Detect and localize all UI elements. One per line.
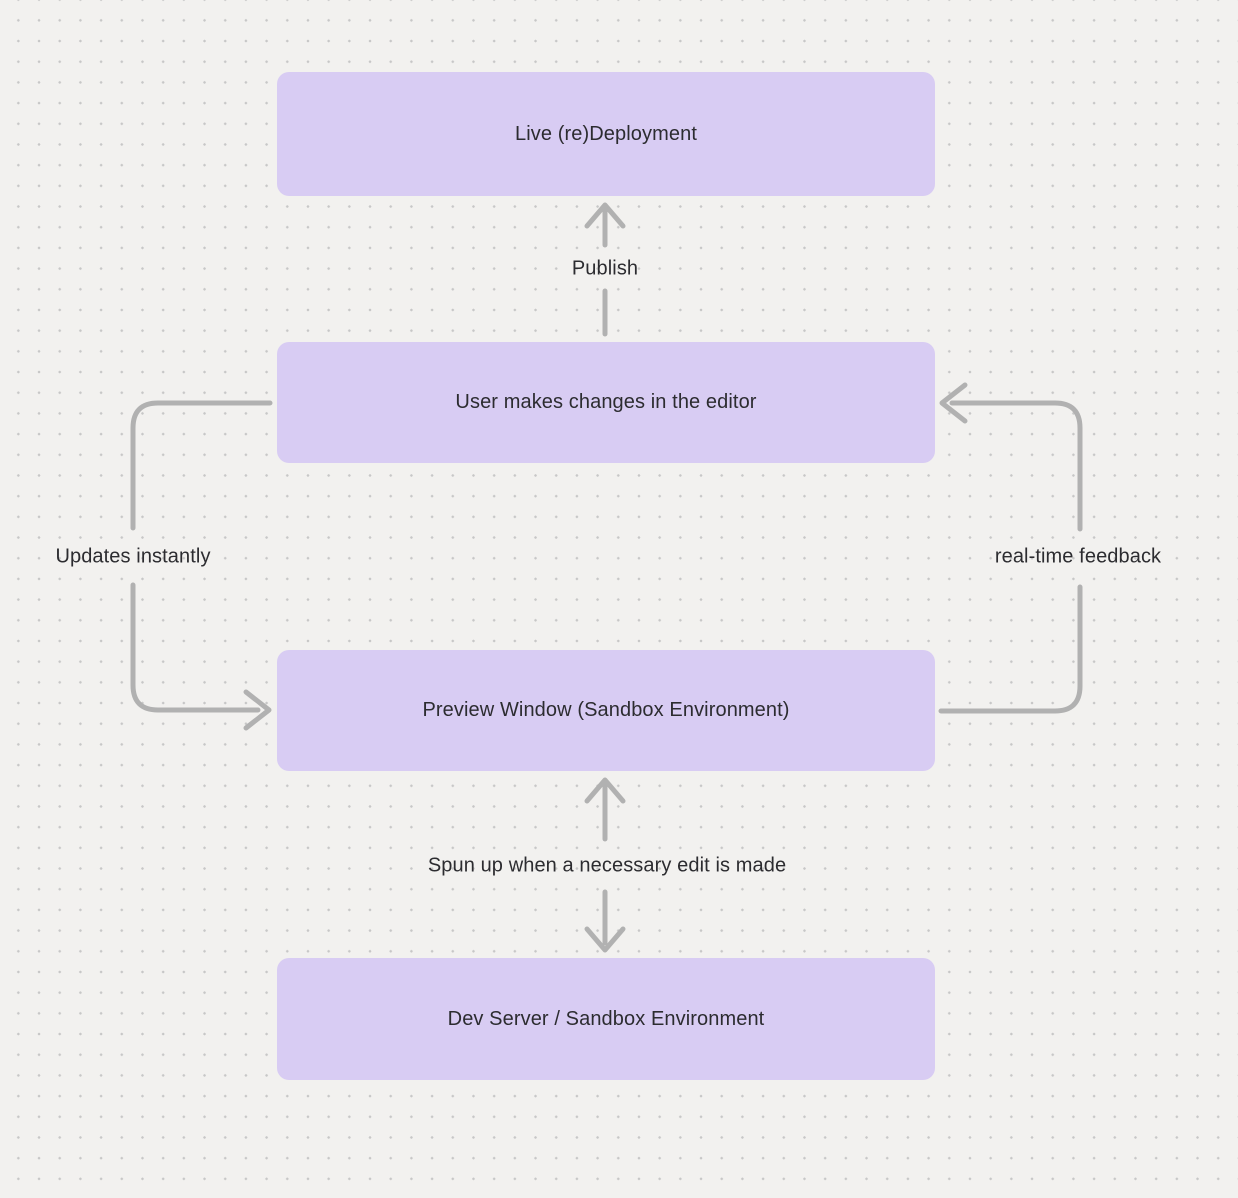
arrowhead-up-icon [584,777,626,804]
node-dev-server: Dev Server / Sandbox Environment [277,958,935,1080]
connector-segment [130,582,261,713]
arrowhead-up-icon [584,202,626,229]
edge-label-spun-up: Spun up when a necessary edit is made [427,854,787,877]
node-label: Preview Window (Sandbox Environment) [422,699,790,721]
connector-segment [130,400,273,531]
connector-segment [938,584,1083,714]
arrowhead-right-icon [243,689,272,731]
connector-updates-instantly [130,400,273,731]
node-label: Live (re)Deployment [515,122,697,145]
connector-publish [584,202,626,337]
connector-realtime-feedback [938,382,1083,714]
edge-label-updates-instantly: Updates instantly [55,545,211,568]
edge-label-publish: Publish [571,257,639,280]
edge-label-realtime-feedback: real-time feedback [994,545,1162,568]
arrowhead-down-icon [584,926,626,953]
node-preview-window: Preview Window (Sandbox Environment) [277,650,935,771]
node-live-redeployment: Live (re)Deployment [277,72,935,196]
arrowhead-left-icon [939,382,968,424]
node-label: User makes changes in the editor [455,391,757,413]
node-user-editor: User makes changes in the editor [277,342,935,463]
connector-spun-up [584,777,626,953]
connector-segment [949,400,1083,532]
node-label: Dev Server / Sandbox Environment [447,1007,765,1030]
